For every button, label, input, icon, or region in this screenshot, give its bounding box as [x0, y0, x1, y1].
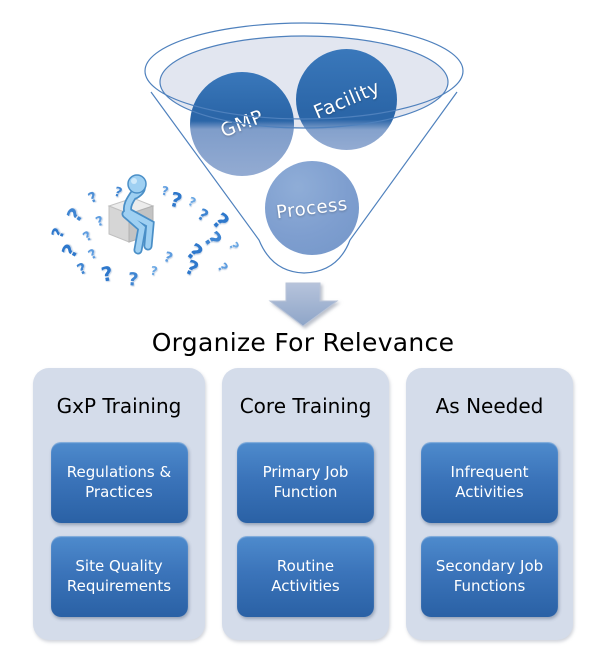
column-as-needed: As Needed Infrequent Activities Secondar… — [406, 368, 573, 640]
column-gxp-training: GxP Training Regulations & Practices Sit… — [33, 368, 205, 640]
item-box: Secondary Job Functions — [421, 536, 558, 617]
question-mark-glyph: ? — [160, 183, 170, 199]
question-mark-glyph: ? — [56, 239, 84, 263]
question-mark-glyph: ? — [80, 228, 96, 246]
funnel-outer-rim — [144, 22, 464, 120]
item-box: Infrequent Activities — [421, 442, 558, 523]
question-mark-glyph: ? — [93, 213, 107, 231]
question-mark-glyph: ? — [85, 246, 101, 264]
down-arrow — [268, 282, 339, 327]
column-header: Core Training — [239, 394, 372, 418]
item-box: Primary Job Function — [237, 442, 374, 523]
question-mark-glyph: ? — [99, 261, 115, 287]
funnel-cone-outline — [150, 91, 458, 274]
funnel-inner-rim — [159, 35, 449, 129]
question-mark-glyph: ? — [167, 186, 185, 214]
funnel-circle-process: Process — [265, 161, 359, 255]
question-mark-glyph: ? — [161, 249, 175, 267]
item-box: Site Quality Requirements — [50, 536, 188, 617]
column-header: GxP Training — [56, 394, 182, 418]
question-mark-glyph: ? — [126, 269, 140, 291]
funnel-circle-facility: Facility — [296, 49, 397, 150]
question-mark-glyph: ? — [47, 225, 69, 241]
question-mark-glyph: ? — [185, 194, 199, 210]
question-mark-glyph: ? — [85, 189, 101, 207]
item-box: Routine Activities — [237, 536, 374, 617]
question-mark-glyph: ? — [213, 260, 231, 276]
training-columns: GxP Training Regulations & Practices Sit… — [33, 368, 573, 640]
funnel-outline-layer — [144, 22, 464, 274]
item-box: Regulations & Practices — [50, 442, 188, 523]
question-marks: ??????????????????????? — [40, 180, 255, 291]
question-mark-glyph: ? — [112, 184, 124, 202]
question-mark-glyph: ? — [226, 239, 242, 253]
question-mark-glyph: ? — [149, 263, 159, 279]
question-mark-glyph: ? — [61, 203, 89, 227]
thinker-figure — [107, 174, 155, 255]
column-header: As Needed — [435, 394, 544, 418]
sitting-person — [121, 174, 155, 255]
column-core-training: Core Training Primary Job Function Routi… — [222, 368, 389, 640]
question-mark-glyph: ? — [74, 259, 90, 279]
section-title: Organize For Relevance — [151, 328, 455, 357]
